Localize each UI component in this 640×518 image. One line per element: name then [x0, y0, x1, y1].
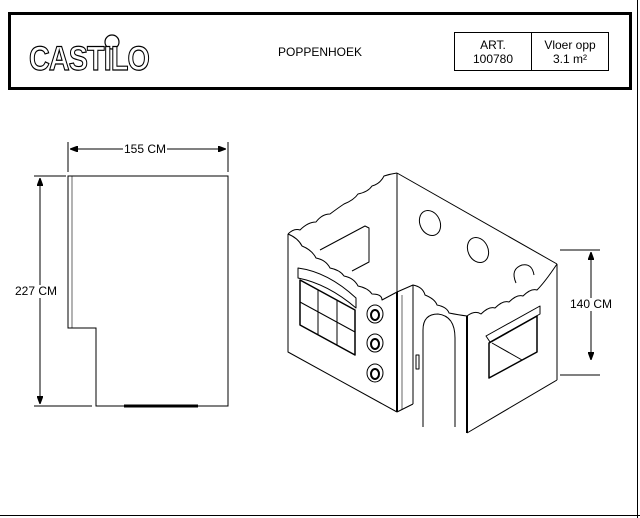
- info-box: ART. 100780 Vloer opp 3.1 m²: [454, 32, 609, 71]
- castilo-logo: CASTILO: [29, 34, 151, 75]
- floor-area-value: 3.1 m²: [552, 51, 587, 66]
- depth-dimension-label: 227 CM: [14, 284, 59, 298]
- plan-view: [34, 142, 229, 408]
- floor-area-cell: Vloer opp 3.1 m²: [531, 33, 608, 70]
- height-dimension-label: 140 CM: [569, 297, 614, 311]
- title-block: CASTILO POPPENHOEK ART. 100780 Vloer opp…: [8, 12, 632, 90]
- drawing-title: POPPENHOEK: [277, 45, 363, 59]
- article-number: 100780: [472, 51, 514, 66]
- width-dimension-label: 155 CM: [123, 142, 168, 156]
- isometric-view: [287, 172, 600, 434]
- floor-area-label: Vloer opp: [544, 37, 596, 52]
- svg-text:CASTILO: CASTILO: [29, 40, 149, 75]
- article-cell: ART. 100780: [455, 33, 531, 70]
- article-label: ART.: [480, 37, 506, 52]
- page-border-right: [637, 0, 638, 518]
- page-border-bottom: [0, 515, 640, 516]
- porthole-group: [366, 304, 384, 383]
